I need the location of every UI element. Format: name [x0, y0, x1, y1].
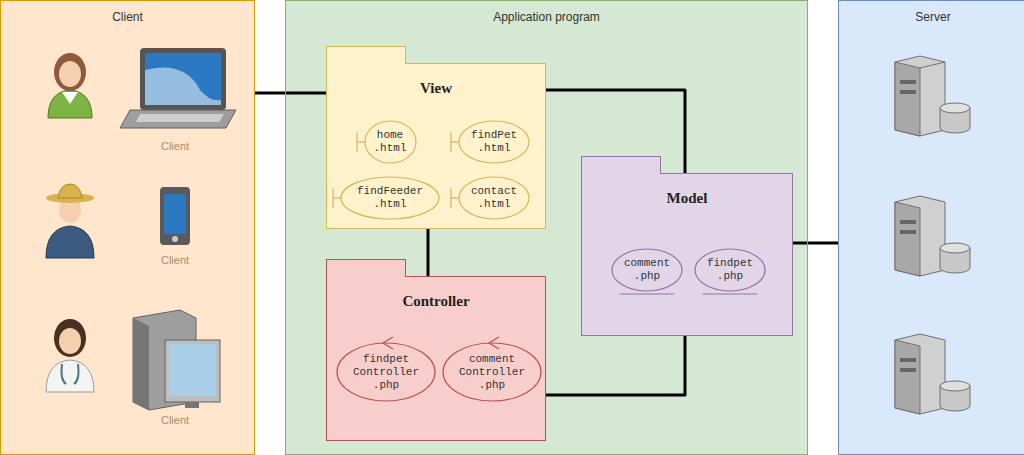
class-name: findFeeder .html — [357, 185, 423, 211]
class-name: home .html — [374, 129, 407, 155]
boundary-circle: findPet .html — [458, 120, 530, 164]
class-name: findPet .html — [471, 129, 517, 155]
person-icon — [46, 184, 94, 258]
class-name: findpet .php — [707, 257, 753, 283]
connector — [427, 229, 430, 276]
package-title: Controller — [327, 293, 545, 310]
panel-title: Client — [1, 10, 254, 24]
connector — [546, 90, 685, 173]
client-panel: Client — [0, 0, 255, 455]
panel-title: Application program — [286, 10, 807, 24]
application-panel: Application programView home .html findPet… — [285, 0, 808, 455]
class-name: findpet Controller .php — [353, 353, 419, 392]
person-icon — [48, 53, 92, 118]
server-icon — [895, 334, 970, 414]
connector — [255, 92, 326, 95]
server-icon — [895, 56, 970, 136]
class-name: contact .html — [471, 185, 517, 211]
laptop-icon — [120, 48, 236, 128]
connector — [546, 336, 685, 395]
boundary-circle: home .html — [364, 120, 417, 164]
class-name: comment Controller .php — [459, 353, 525, 392]
model-package: Model comment .php findpet .php — [581, 173, 793, 336]
control-circle: comment Controller .php — [442, 342, 542, 402]
phone-icon — [160, 187, 190, 245]
person-icon — [46, 319, 94, 392]
boundary-circle: contact .html — [458, 176, 530, 220]
icon-label: Client — [161, 140, 189, 152]
server-icon — [895, 196, 970, 276]
package-tab — [581, 156, 661, 174]
package-tab — [326, 259, 406, 277]
connector — [793, 242, 838, 245]
icon-label: Client — [161, 414, 189, 426]
desktop-icon — [133, 310, 220, 410]
boundary-circle: findFeeder .html — [340, 176, 440, 220]
package-tab — [326, 46, 406, 64]
view-package: View home .html findPet .html findFeeder .h… — [326, 63, 546, 229]
entity-circle: findpet .php — [694, 248, 766, 292]
icon-label: Client — [161, 254, 189, 266]
entity-circle: comment .php — [611, 248, 683, 292]
package-title: Model — [582, 190, 792, 207]
controller-package: Controller findpet Controller .php comment… — [326, 276, 546, 441]
package-title: View — [327, 80, 545, 97]
class-name: comment .php — [624, 257, 670, 283]
control-circle: findpet Controller .php — [336, 342, 436, 402]
server-panel: Server — [838, 0, 1024, 455]
panel-title: Server — [839, 10, 1024, 24]
